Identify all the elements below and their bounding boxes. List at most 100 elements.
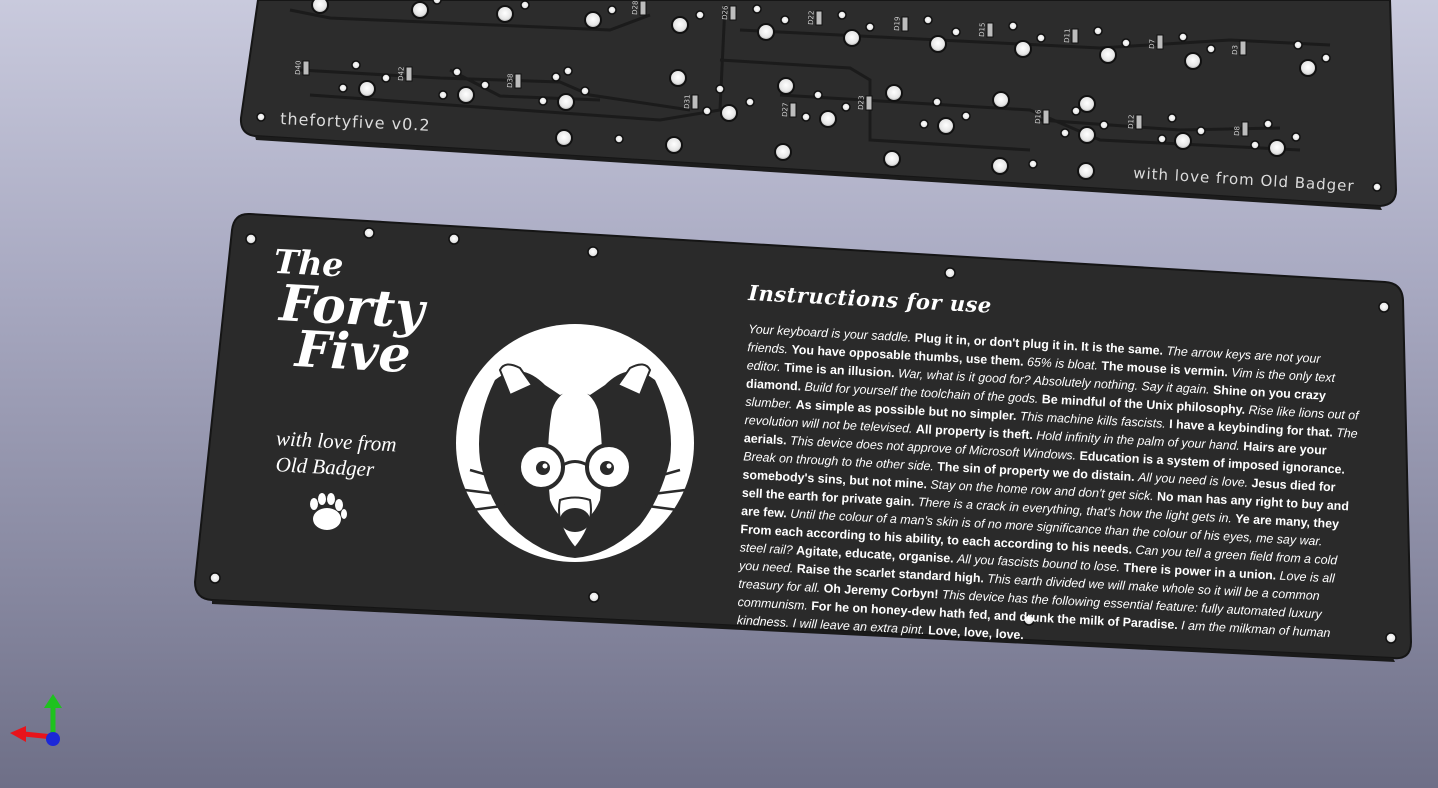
diode-label: D42 (397, 66, 406, 81)
pad-hole (1321, 53, 1331, 63)
diode-label: D7 (1148, 39, 1157, 49)
axis-orientation-gizmo[interactable] (10, 694, 62, 746)
pad-hole (452, 67, 462, 77)
diode-footprint: D22 (807, 10, 823, 26)
mounting-hole (245, 233, 257, 245)
pad-hole (551, 72, 561, 82)
switch-hole (555, 129, 573, 147)
pad-hole (438, 90, 448, 100)
instruction-italic: communism. (737, 595, 811, 613)
pad-hole (1157, 134, 1167, 144)
switch-hole (992, 91, 1010, 109)
instruction-italic: The (1336, 426, 1358, 441)
diode-label: D22 (807, 10, 816, 25)
pad-hole (1372, 182, 1382, 192)
pad-hole (752, 4, 762, 14)
instruction-italic: All you need is love. (1137, 470, 1252, 490)
switch-hole (496, 5, 514, 23)
switch-hole (1078, 95, 1096, 113)
diode-footprint: D42 (397, 66, 413, 82)
title-five: Five (292, 319, 412, 384)
diode-footprint: D23 (857, 95, 873, 111)
pad-hole (607, 5, 617, 15)
pad-hole (1250, 140, 1260, 150)
pad-hole (745, 97, 755, 107)
diode-footprint: D12 (1127, 114, 1143, 130)
pad-hole (1008, 21, 1018, 31)
switch-hole (819, 110, 837, 128)
instruction-italic: you need. (738, 559, 798, 576)
pad-hole (432, 0, 442, 5)
instruction-italic: Vim is the only text (1231, 366, 1336, 385)
switch-hole (929, 35, 947, 53)
instruction-italic: steel rail? (739, 540, 796, 557)
switch-hole (1299, 59, 1317, 77)
instruction-italic: editor. (746, 358, 784, 374)
switch-hole (584, 11, 602, 29)
pad-hole (1196, 126, 1206, 136)
pad-hole (1121, 38, 1131, 48)
instruction-bold: Time is an illusion. (784, 360, 899, 380)
switch-hole (1268, 139, 1286, 157)
pad-hole (865, 22, 875, 32)
mounting-hole (944, 267, 956, 279)
instruction-bold: Ye are many, they (1235, 512, 1339, 531)
instruction-bold: Love, love, love. (928, 623, 1024, 642)
instruction-italic: Rise like lions out of (1248, 403, 1360, 423)
pad-hole (563, 66, 573, 76)
plate-mounting-holes (209, 227, 1397, 644)
pad-hole (580, 86, 590, 96)
title-the: The (273, 242, 345, 285)
diode-footprint: D19 (893, 16, 909, 32)
instruction-italic: slumber. (745, 395, 796, 412)
mounting-hole (1378, 301, 1390, 313)
pad-hole (961, 111, 971, 121)
mounting-hole (587, 246, 599, 258)
switch-hole (1014, 40, 1032, 58)
diode-footprint: D8 (1233, 121, 1249, 137)
diode-footprint: D31 (683, 94, 699, 110)
pad-hole (338, 83, 348, 93)
pad-hole (1071, 106, 1081, 116)
diode-label: D12 (1127, 114, 1136, 129)
diode-footprint: D38 (506, 73, 522, 89)
diode-footprint: D7 (1148, 34, 1164, 50)
pad-hole (715, 84, 725, 94)
switch-hole (843, 29, 861, 47)
pad-hole (780, 15, 790, 25)
instruction-italic: friends. (747, 340, 792, 356)
switch-hole (777, 77, 795, 95)
pad-hole (351, 60, 361, 70)
switch-hole (1099, 46, 1117, 64)
switch-hole (937, 117, 955, 135)
pad-hole (1291, 132, 1301, 142)
diode-footprint: D11 (1063, 28, 1079, 44)
instruction-bold: Oh Jeremy Corbyn! (823, 581, 942, 601)
diode-label: D15 (978, 22, 987, 37)
credit-line-2: Old Badger (275, 452, 376, 481)
diode-footprint: D26 (721, 5, 737, 21)
title-forty: Forty (276, 273, 429, 340)
mounting-hole (1023, 614, 1035, 626)
mounting-hole (588, 591, 600, 603)
pad-hole (695, 10, 705, 20)
pcb-traces (289, 4, 1331, 152)
y-axis-arrow-icon (44, 694, 62, 738)
switch-hole (457, 86, 475, 104)
pad-hole (1293, 40, 1303, 50)
switch-hole (757, 23, 775, 41)
diode-footprint: D27 (781, 102, 797, 118)
instruction-bold: Hairs are your (1243, 439, 1327, 457)
pad-hole (1167, 113, 1177, 123)
pad-hole (1206, 44, 1216, 54)
instruction-bold: Jesus died for (1251, 476, 1336, 494)
pad-hole (1263, 119, 1273, 129)
diode-label: D28 (631, 0, 640, 15)
instruction-bold: aerials. (744, 431, 791, 447)
instruction-italic: Love is all (1279, 569, 1336, 586)
switch-hole (1174, 132, 1192, 150)
pcb-switch-holes (256, 0, 1382, 192)
instruction-bold: Shine on you crazy (1213, 383, 1327, 403)
